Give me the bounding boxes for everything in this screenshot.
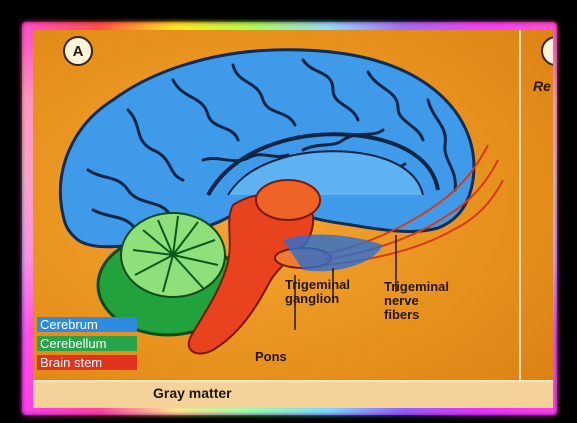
brain-diagram-panel: A Re Cerebrum Cerebellum Brain stem Trig…	[33, 30, 553, 408]
pons-region	[256, 180, 320, 220]
label-pons: Pons	[255, 350, 287, 364]
side-panel-text: Re	[533, 78, 551, 94]
legend-brain-stem: Brain stem	[37, 355, 137, 370]
label-trigeminal-nerve-fibers: Trigeminal nerve fibers	[384, 280, 449, 322]
panel-letter-badge: A	[63, 36, 93, 66]
label-trigeminal-ganglion: Trigeminal ganglion	[285, 278, 350, 306]
brain-illustration	[33, 30, 553, 408]
bottom-bar	[33, 380, 553, 408]
legend-cerebrum: Cerebrum	[37, 317, 137, 332]
panel-letter: A	[73, 43, 84, 60]
panel-divider	[519, 30, 521, 408]
legend-cerebellum: Cerebellum	[37, 336, 137, 351]
label-gray-matter: Gray matter	[153, 385, 232, 401]
